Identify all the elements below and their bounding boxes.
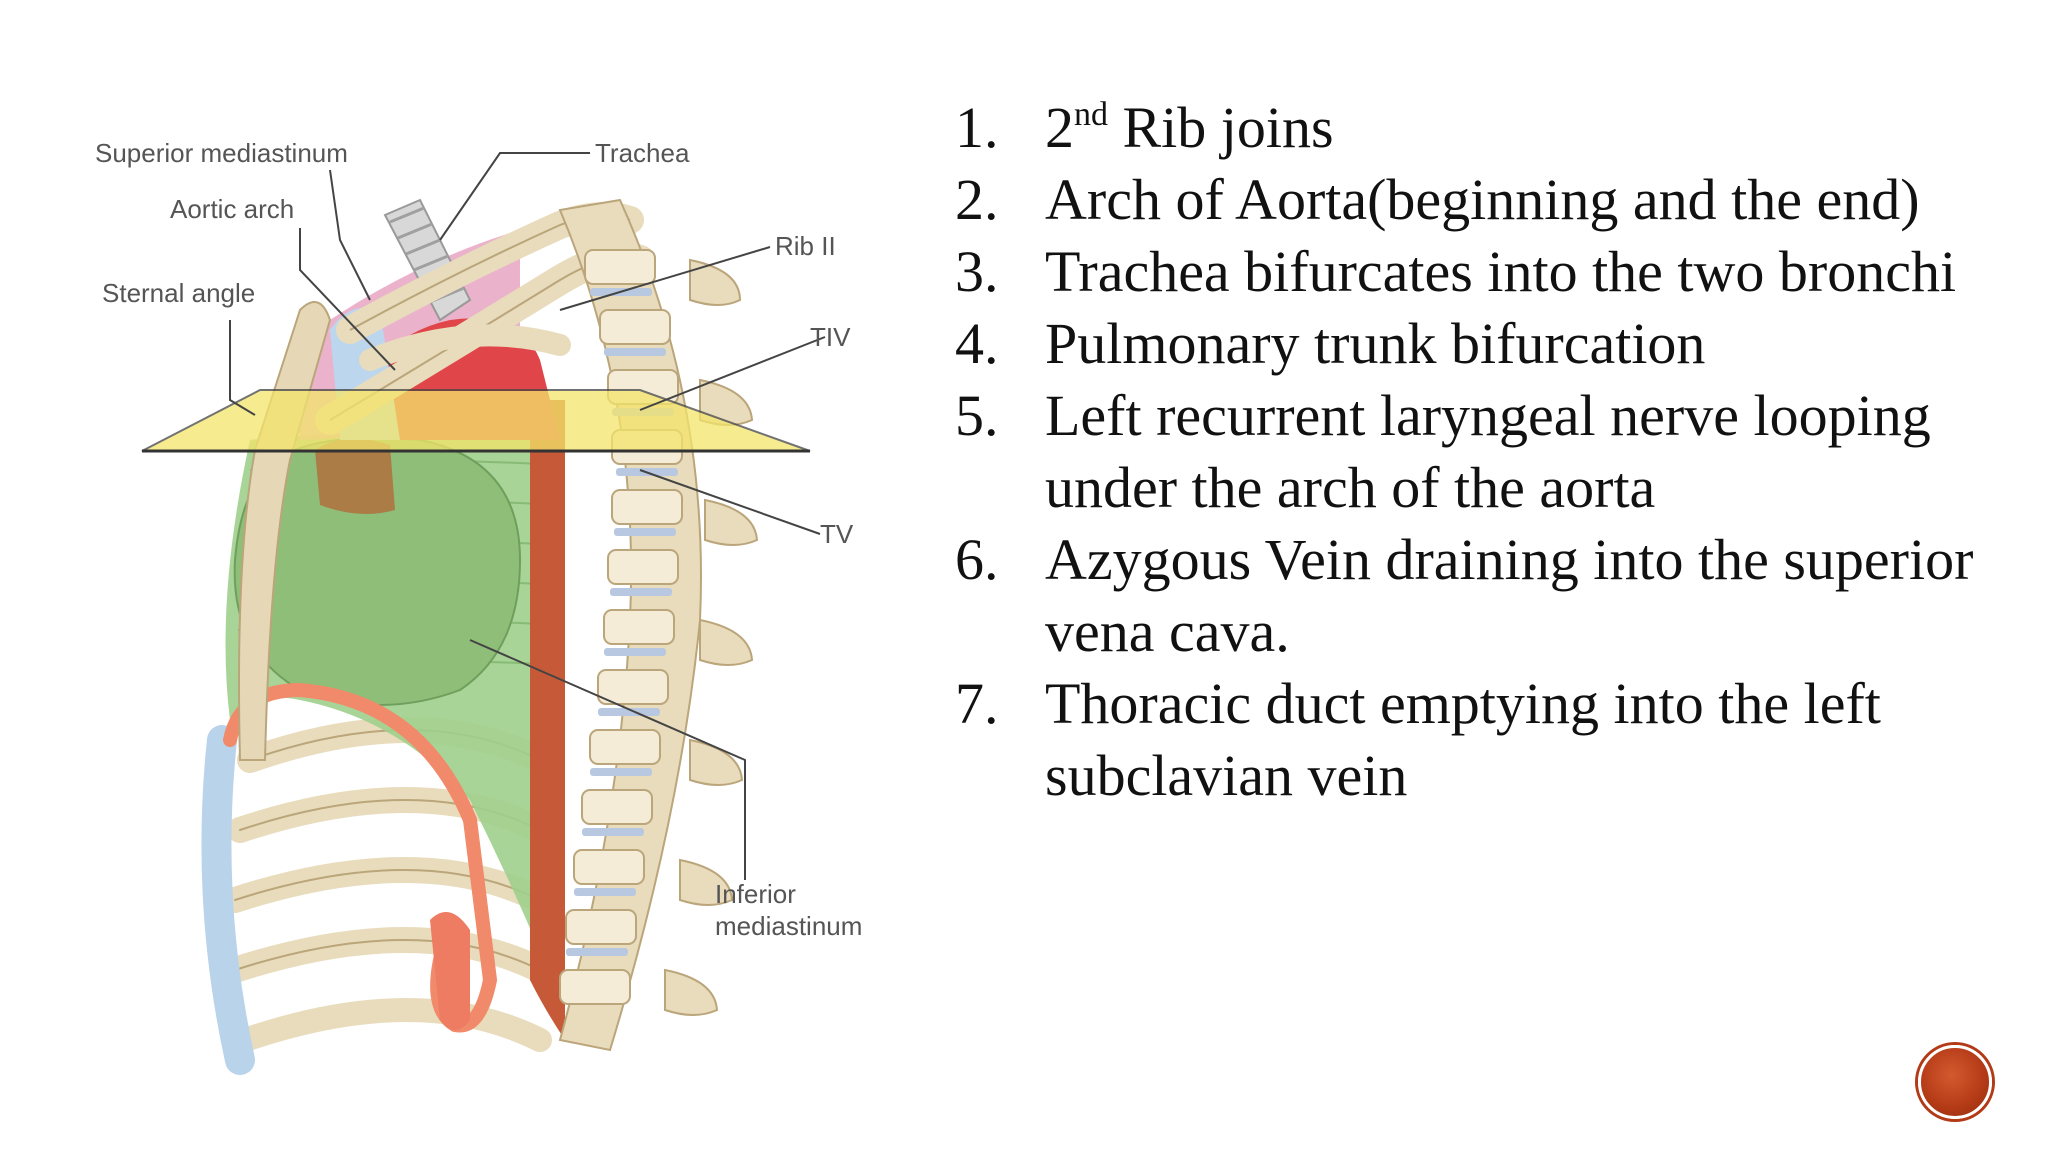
item-number: 5.: [955, 383, 999, 448]
label-trachea: Trachea: [595, 138, 690, 168]
item-number: 2.: [955, 167, 999, 232]
item-number: 6.: [955, 527, 999, 592]
item-number: 4.: [955, 311, 999, 376]
label-inferior: Inferior: [715, 879, 796, 909]
list-item: 7. Thoracic duct emptying into the left s…: [955, 668, 2015, 812]
list-item: 5. Left recurrent laryngeal nerve looping…: [955, 380, 2015, 524]
descending-aorta: [530, 400, 565, 1040]
item-text: Pulmonary trunk bifurcation: [1045, 311, 1706, 376]
label-aortic-arch: Aortic arch: [170, 194, 294, 224]
item-number: 3.: [955, 239, 999, 304]
item-number: 7.: [955, 671, 999, 736]
sternum: [238, 301, 332, 761]
item-text: Trachea bifurcates into the two bronchi: [1045, 239, 1957, 304]
item-text: Azygous Vein draining into the superior …: [1045, 527, 1974, 664]
label-rib-ii: Rib II: [775, 231, 836, 261]
mediastinum-diagram: Superior mediastinum Trachea Aortic arch…: [0, 0, 1000, 1152]
list-item: 2. Arch of Aorta(beginning and the end): [955, 164, 2015, 236]
item-text: Thoracic duct emptying into the left sub…: [1045, 671, 1881, 808]
label-mediastinum: mediastinum: [715, 911, 862, 941]
next-slide-button[interactable]: [1918, 1045, 1992, 1119]
item-number: 1.: [955, 95, 999, 160]
mediastinum-illustration: Superior mediastinum Trachea Aortic arch…: [95, 138, 862, 1075]
list-item: 6. Azygous Vein draining into the superio…: [955, 524, 2015, 668]
item-text: Arch of Aorta(beginning and the end): [1045, 167, 1920, 232]
landmark-list: 1. 2nd Rib joins 2. Arch of Aorta(beginnin…: [955, 92, 2015, 812]
list-item: 3. Trachea bifurcates into the two bronch…: [955, 236, 2015, 308]
list-item: 1. 2nd Rib joins: [955, 92, 2015, 164]
list-item: 4. Pulmonary trunk bifurcation: [955, 308, 2015, 380]
item-text: Left recurrent laryngeal nerve looping u…: [1045, 383, 1931, 520]
label-tv: TV: [820, 519, 854, 549]
label-tiv: TIV: [810, 322, 851, 352]
item-text: 2nd Rib joins: [1045, 95, 1334, 160]
label-sternal-angle: Sternal angle: [102, 278, 255, 308]
label-superior-mediastinum: Superior mediastinum: [95, 138, 348, 168]
